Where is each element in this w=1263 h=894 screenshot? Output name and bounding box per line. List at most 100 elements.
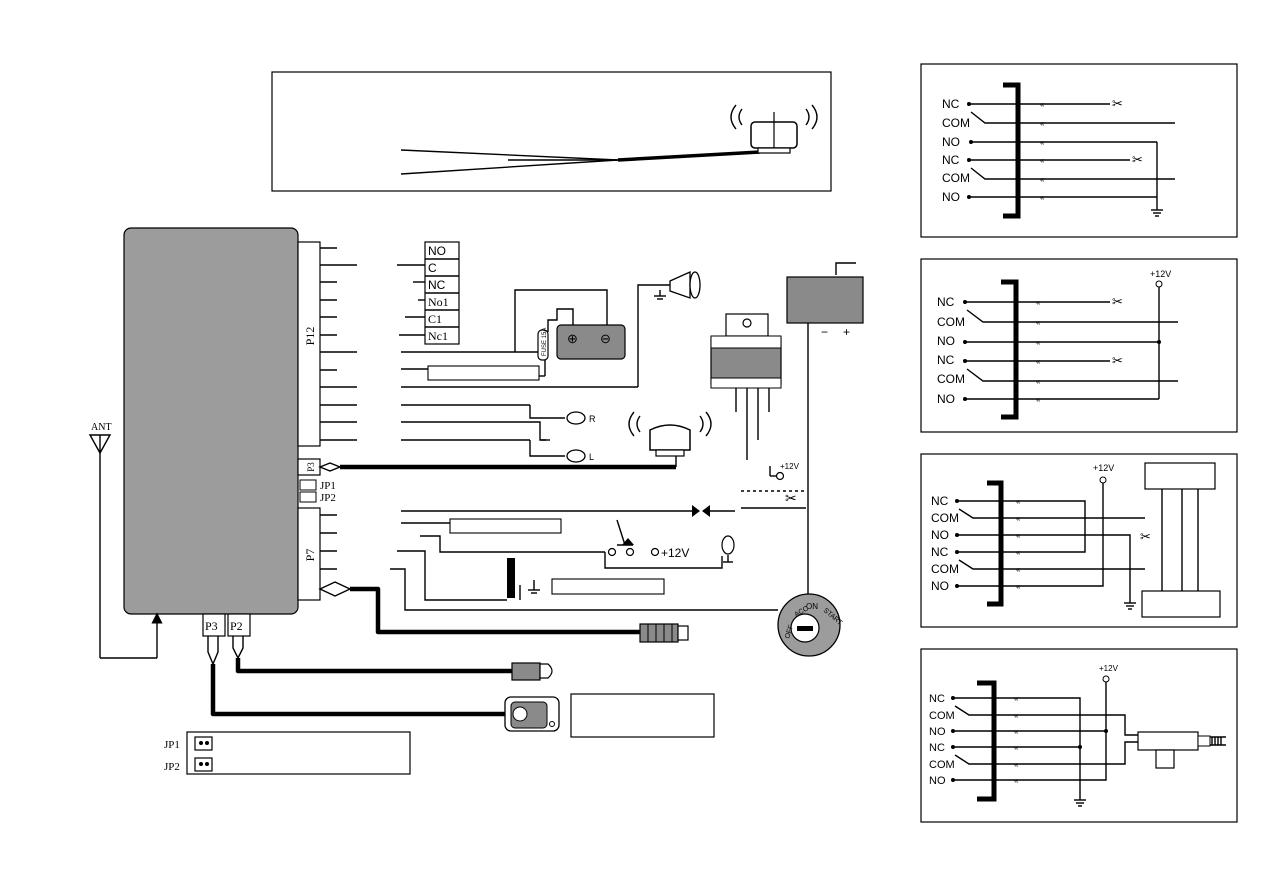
- svg-text:«: «: [1036, 395, 1041, 404]
- p4-com-2: COM: [929, 759, 955, 771]
- svg-text:✂: ✂: [1112, 294, 1123, 309]
- p12-label: P12: [303, 327, 317, 346]
- siren-icon: [730, 104, 818, 154]
- p3-nc-2: NC: [931, 545, 949, 559]
- battery-icon: [556, 324, 626, 360]
- svg-text:✂: ✂: [785, 490, 797, 506]
- led-icon: [511, 662, 553, 681]
- svg-text:«: «: [1040, 156, 1045, 165]
- p1-com-1: COM: [942, 116, 970, 130]
- svg-text:✂: ✂: [1140, 529, 1151, 544]
- siren-icon: [628, 411, 712, 467]
- ignition-on: ON: [806, 602, 818, 611]
- p12-connector: P12: [297, 241, 357, 447]
- svg-text:«: «: [1040, 138, 1045, 147]
- coil-minus: −: [821, 325, 828, 339]
- wire-connector-marks: «««««« «««««« «««««« ««««««: [1014, 100, 1045, 785]
- p1-no-1: NO: [942, 135, 960, 149]
- p7-connector: P7: [297, 507, 352, 601]
- p4-no-2: NO: [929, 775, 946, 787]
- turn-signal-left-label: L: [589, 452, 594, 462]
- battery-fuse: FUSE 15A ⊕ ⊖: [401, 289, 626, 381]
- p3-no-1: NO: [931, 528, 949, 542]
- control-module: [123, 227, 299, 615]
- p3-bottom-label: P3: [205, 619, 218, 633]
- p1-com-2: COM: [942, 171, 970, 185]
- antenna-label: ANT: [91, 422, 112, 433]
- p3-com-1: COM: [931, 511, 959, 525]
- relay-terminal-nc1: Nc1: [428, 329, 448, 343]
- antenna: ANT: [88, 422, 163, 659]
- svg-text:«: «: [1014, 727, 1019, 736]
- relay-terminal-no: NO: [428, 244, 446, 258]
- p3-side-label: P3: [306, 462, 316, 472]
- svg-text:«: «: [1036, 338, 1041, 347]
- door-lock-panel-1: NC COM NO NC COM NO ✂ ✂: [920, 63, 1238, 238]
- p1-nc-1: NC: [942, 97, 960, 111]
- relay-terminal-block: NO C NC No1 C1 Nc1: [397, 241, 460, 345]
- svg-text:«: «: [1014, 694, 1019, 703]
- svg-text:«: «: [1014, 743, 1019, 752]
- svg-text:«: «: [1016, 531, 1021, 540]
- ignition-switch-icon: OFF ACC ON START: [777, 593, 844, 657]
- svg-text:«: «: [1016, 548, 1021, 557]
- p3-nc-1: NC: [931, 494, 949, 508]
- p2-nc-1: NC: [937, 295, 955, 309]
- svg-text:«: «: [1040, 175, 1045, 184]
- p4-no-1: NO: [929, 726, 946, 738]
- svg-text:✂: ✂: [1112, 353, 1123, 368]
- p1-nc-2: NC: [942, 153, 960, 167]
- svg-text:«: «: [1036, 318, 1041, 327]
- valet-switch-icon: [504, 696, 560, 732]
- jumper-legend: JP1 JP2: [164, 731, 411, 775]
- horn-icon: [401, 270, 701, 388]
- ignition-off: OFF: [784, 624, 795, 639]
- svg-text:«: «: [1014, 776, 1019, 785]
- p3-side-connector: P3: [297, 458, 676, 476]
- p3-com-2: COM: [931, 562, 959, 576]
- svg-text:«: «: [1036, 298, 1041, 307]
- p2-no-2: NO: [937, 392, 955, 406]
- door-lock-panel-4: NC COM NO NC COM NO +12V: [920, 648, 1238, 823]
- svg-text:«: «: [1016, 565, 1021, 574]
- jp-pins-side: JP1 JP2: [299, 479, 336, 504]
- jp2-legend-label: JP2: [164, 761, 180, 773]
- door-lock-panel-2: NC COM NO NC COM NO +12V ✂ ✂: [920, 258, 1238, 433]
- fuse-label: FUSE 15A: [542, 328, 548, 356]
- relay-terminal-c: C: [428, 261, 437, 275]
- p7-wires: +12V: [390, 505, 778, 611]
- p7-main-harness: [350, 586, 640, 635]
- p2-bottom-label: P2: [230, 619, 243, 633]
- svg-text:✂: ✂: [1112, 96, 1123, 111]
- jp2-side-label: JP2: [320, 492, 336, 504]
- p2-supply-label: +12V: [1150, 269, 1171, 279]
- receiver-antenna-box: [271, 71, 832, 192]
- p2-com-1: COM: [937, 315, 965, 329]
- p4-nc-1: NC: [929, 693, 945, 705]
- starter-relay: [710, 313, 782, 460]
- svg-text:«: «: [1036, 357, 1041, 366]
- p4-com-1: COM: [929, 710, 955, 722]
- plus12v-starter: +12V: [769, 462, 800, 481]
- bottom-connectors: P3 P2: [202, 613, 512, 717]
- svg-text:«: «: [1040, 119, 1045, 128]
- svg-text:«: «: [1016, 514, 1021, 523]
- p4-supply-label: +12V: [1099, 664, 1119, 673]
- p2-nc-2: NC: [937, 353, 955, 367]
- p2-no-1: NO: [937, 334, 955, 348]
- relay-terminal-no1: No1: [428, 295, 449, 309]
- coil-plus: +: [843, 325, 850, 339]
- p3-no-2: NO: [931, 579, 949, 593]
- svg-text:«: «: [1016, 582, 1021, 591]
- plus12v-starter-label: +12V: [780, 462, 800, 471]
- battery-plus: ⊕: [567, 331, 578, 346]
- svg-text:«: «: [1014, 760, 1019, 769]
- svg-text:✂: ✂: [1132, 152, 1143, 167]
- cut-wire-icon: ✂: [741, 490, 806, 509]
- p2-com-2: COM: [937, 372, 965, 386]
- p1-no-2: NO: [942, 190, 960, 204]
- battery-minus: ⊖: [600, 331, 611, 346]
- p7-label: P7: [303, 549, 317, 562]
- p4-nc-2: NC: [929, 742, 945, 754]
- valet-note-box: [570, 693, 715, 738]
